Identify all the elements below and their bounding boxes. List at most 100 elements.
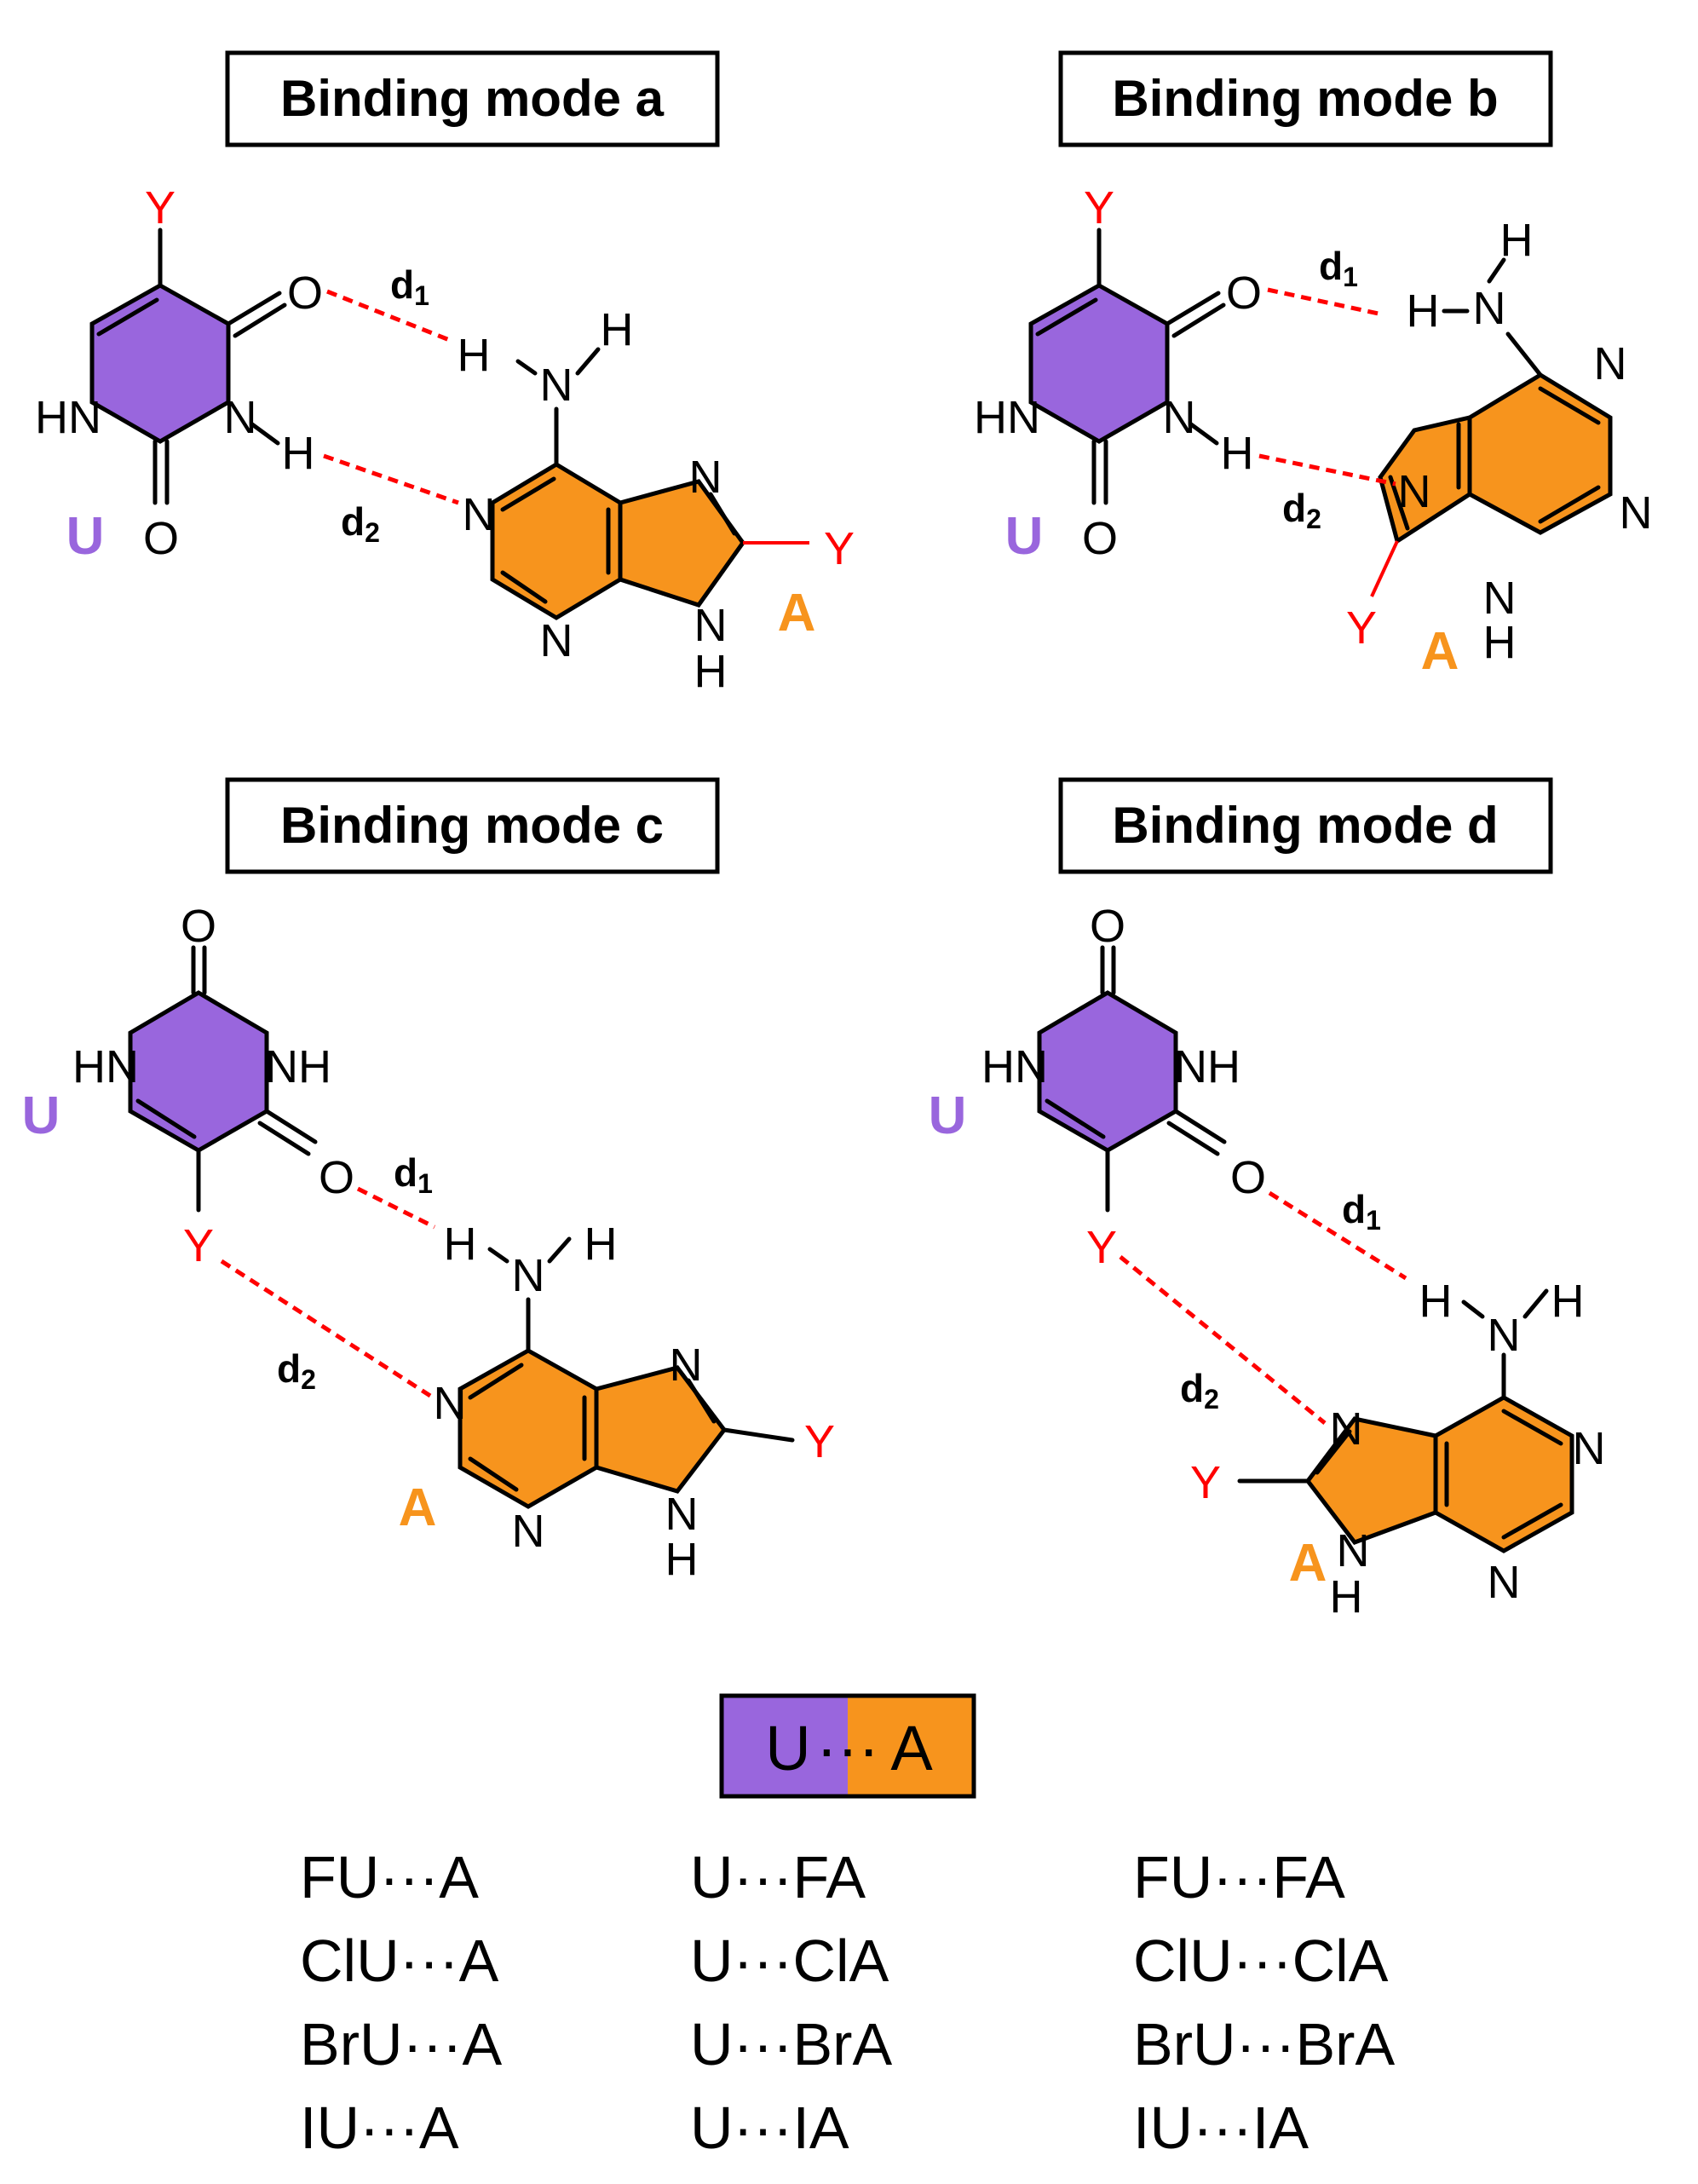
hbond-d1	[1268, 1190, 1407, 1281]
pair-col3-item: ClU···ClA	[1133, 1928, 1389, 1994]
distance-label-d1: d1	[390, 262, 429, 311]
atom-o: O	[1226, 268, 1262, 319]
atom-n: N	[1330, 1403, 1363, 1455]
distance-label-d1: d1	[1319, 244, 1358, 292]
uracil-label: U	[22, 1086, 60, 1145]
atom-h: H	[694, 646, 728, 697]
substituent-y: Y	[804, 1416, 835, 1467]
hbond-d2	[1119, 1255, 1327, 1425]
atom-n: N	[224, 392, 257, 443]
distance-label-d1: d1	[1342, 1187, 1381, 1236]
legend-a-label: A	[890, 1713, 933, 1784]
atom-o: O	[287, 268, 323, 319]
distance-label-d2: d2	[1180, 1366, 1219, 1415]
pair-col3-item: FU···FA	[1133, 1844, 1345, 1910]
legend-uracil-swatch	[722, 1696, 848, 1796]
panel-c-title: Binding mode c	[280, 797, 664, 854]
pair-col2-item: U···BrA	[690, 2011, 892, 2077]
adenine-label: A	[399, 1478, 437, 1537]
pair-col1-item: IU···A	[300, 2095, 459, 2161]
atom-n: N	[512, 1250, 545, 1301]
distance-label-d1: d1	[394, 1150, 433, 1199]
atom-o: O	[1082, 513, 1118, 564]
panel-d: Binding mode d O HN NH O Y U N H H N N N…	[929, 777, 1606, 1622]
distance-label-d2: d2	[341, 499, 380, 548]
atom-n: N	[512, 1506, 545, 1557]
hbond-d2	[1258, 453, 1396, 487]
atom-o: O	[319, 1152, 354, 1203]
atom-h: H	[444, 1219, 477, 1270]
substituent-y: Y	[1084, 182, 1114, 233]
atom-n: N	[1488, 1310, 1521, 1361]
pair-list: FU···A ClU···A BrU···A IU···A U···FA U··…	[300, 1844, 1395, 2161]
adenine-label: A	[1421, 622, 1459, 681]
hbond-d1	[326, 289, 452, 343]
pair-col2-item: U···FA	[690, 1844, 866, 1910]
atom-h: H	[458, 330, 491, 381]
atom-h: H	[1483, 617, 1517, 668]
atom-h: H	[1330, 1571, 1363, 1622]
atom-n: N	[463, 489, 496, 540]
atom-n: N	[1594, 338, 1627, 389]
uracil-ring	[128, 990, 269, 1153]
panel-b: Binding mode b Y O O HN N H U N H H N N …	[974, 50, 1653, 681]
atom-n: N	[1163, 392, 1196, 443]
adenine-six-ring	[1433, 1395, 1574, 1553]
pair-col1-item: ClU···A	[300, 1928, 499, 1994]
panel-a-title-box	[225, 50, 720, 147]
panel-b-title-box	[1058, 50, 1553, 147]
substituent-y: Y	[1190, 1457, 1221, 1508]
atom-nh: NH	[265, 1041, 331, 1092]
atom-n: N	[1620, 487, 1653, 539]
adenine-five-ring	[594, 1365, 728, 1494]
hbond-d2	[220, 1259, 432, 1398]
adenine-five-ring	[1304, 1416, 1438, 1545]
atom-n: N	[689, 452, 722, 503]
distance-label-d2: d2	[277, 1346, 316, 1395]
atom-h: H	[1407, 285, 1440, 337]
distance-label-d2: d2	[1282, 486, 1321, 534]
uracil-label: U	[929, 1086, 967, 1145]
panel-c-title-box	[225, 777, 720, 874]
adenine-six-ring	[1467, 372, 1613, 535]
atom-h: H	[282, 428, 315, 479]
atom-n: N	[1488, 1557, 1521, 1608]
pair-col1-item: FU···A	[300, 1844, 479, 1910]
hbond-d1	[356, 1186, 436, 1230]
pair-col1-item: BrU···A	[300, 2011, 502, 2077]
uracil-ring	[1037, 990, 1178, 1153]
panel-d-title-box	[1058, 777, 1553, 874]
adenine-label: A	[1289, 1534, 1327, 1593]
panel-b-title: Binding mode b	[1112, 70, 1498, 127]
substituent-y: Y	[824, 523, 855, 574]
atom-hn: HN	[981, 1041, 1048, 1092]
pair-col3-item: BrU···BrA	[1133, 2011, 1395, 2077]
atom-n: N	[670, 1340, 703, 1391]
legend-u-label: U	[765, 1713, 810, 1784]
atom-o: O	[181, 901, 216, 952]
hbond-d1	[1267, 287, 1379, 316]
atom-h: H	[1221, 428, 1254, 479]
panel-d-title: Binding mode d	[1112, 797, 1498, 854]
atom-h: H	[1551, 1276, 1585, 1327]
atom-n: N	[540, 615, 573, 666]
atom-h: H	[584, 1219, 618, 1270]
uracil-ring	[89, 283, 231, 444]
pair-col2-item: U···IA	[690, 2095, 849, 2161]
uracil-ring	[1028, 283, 1170, 444]
substituent-y: Y	[1346, 602, 1377, 654]
atom-h: H	[1419, 1276, 1453, 1327]
hbond-d2	[323, 453, 459, 505]
atom-o: O	[1090, 901, 1125, 952]
atom-n: N	[665, 1489, 699, 1540]
atom-n: N	[694, 600, 728, 651]
adenine-label: A	[778, 584, 816, 643]
substituent-y: Y	[183, 1220, 214, 1271]
substituent-y: Y	[1086, 1222, 1117, 1273]
legend: U ··· A	[719, 1693, 976, 1799]
pair-col2-item: U···ClA	[690, 1928, 889, 1994]
pair-col3-item: IU···IA	[1133, 2095, 1309, 2161]
legend-dots: ···	[816, 1713, 879, 1784]
atom-o: O	[1230, 1152, 1266, 1203]
